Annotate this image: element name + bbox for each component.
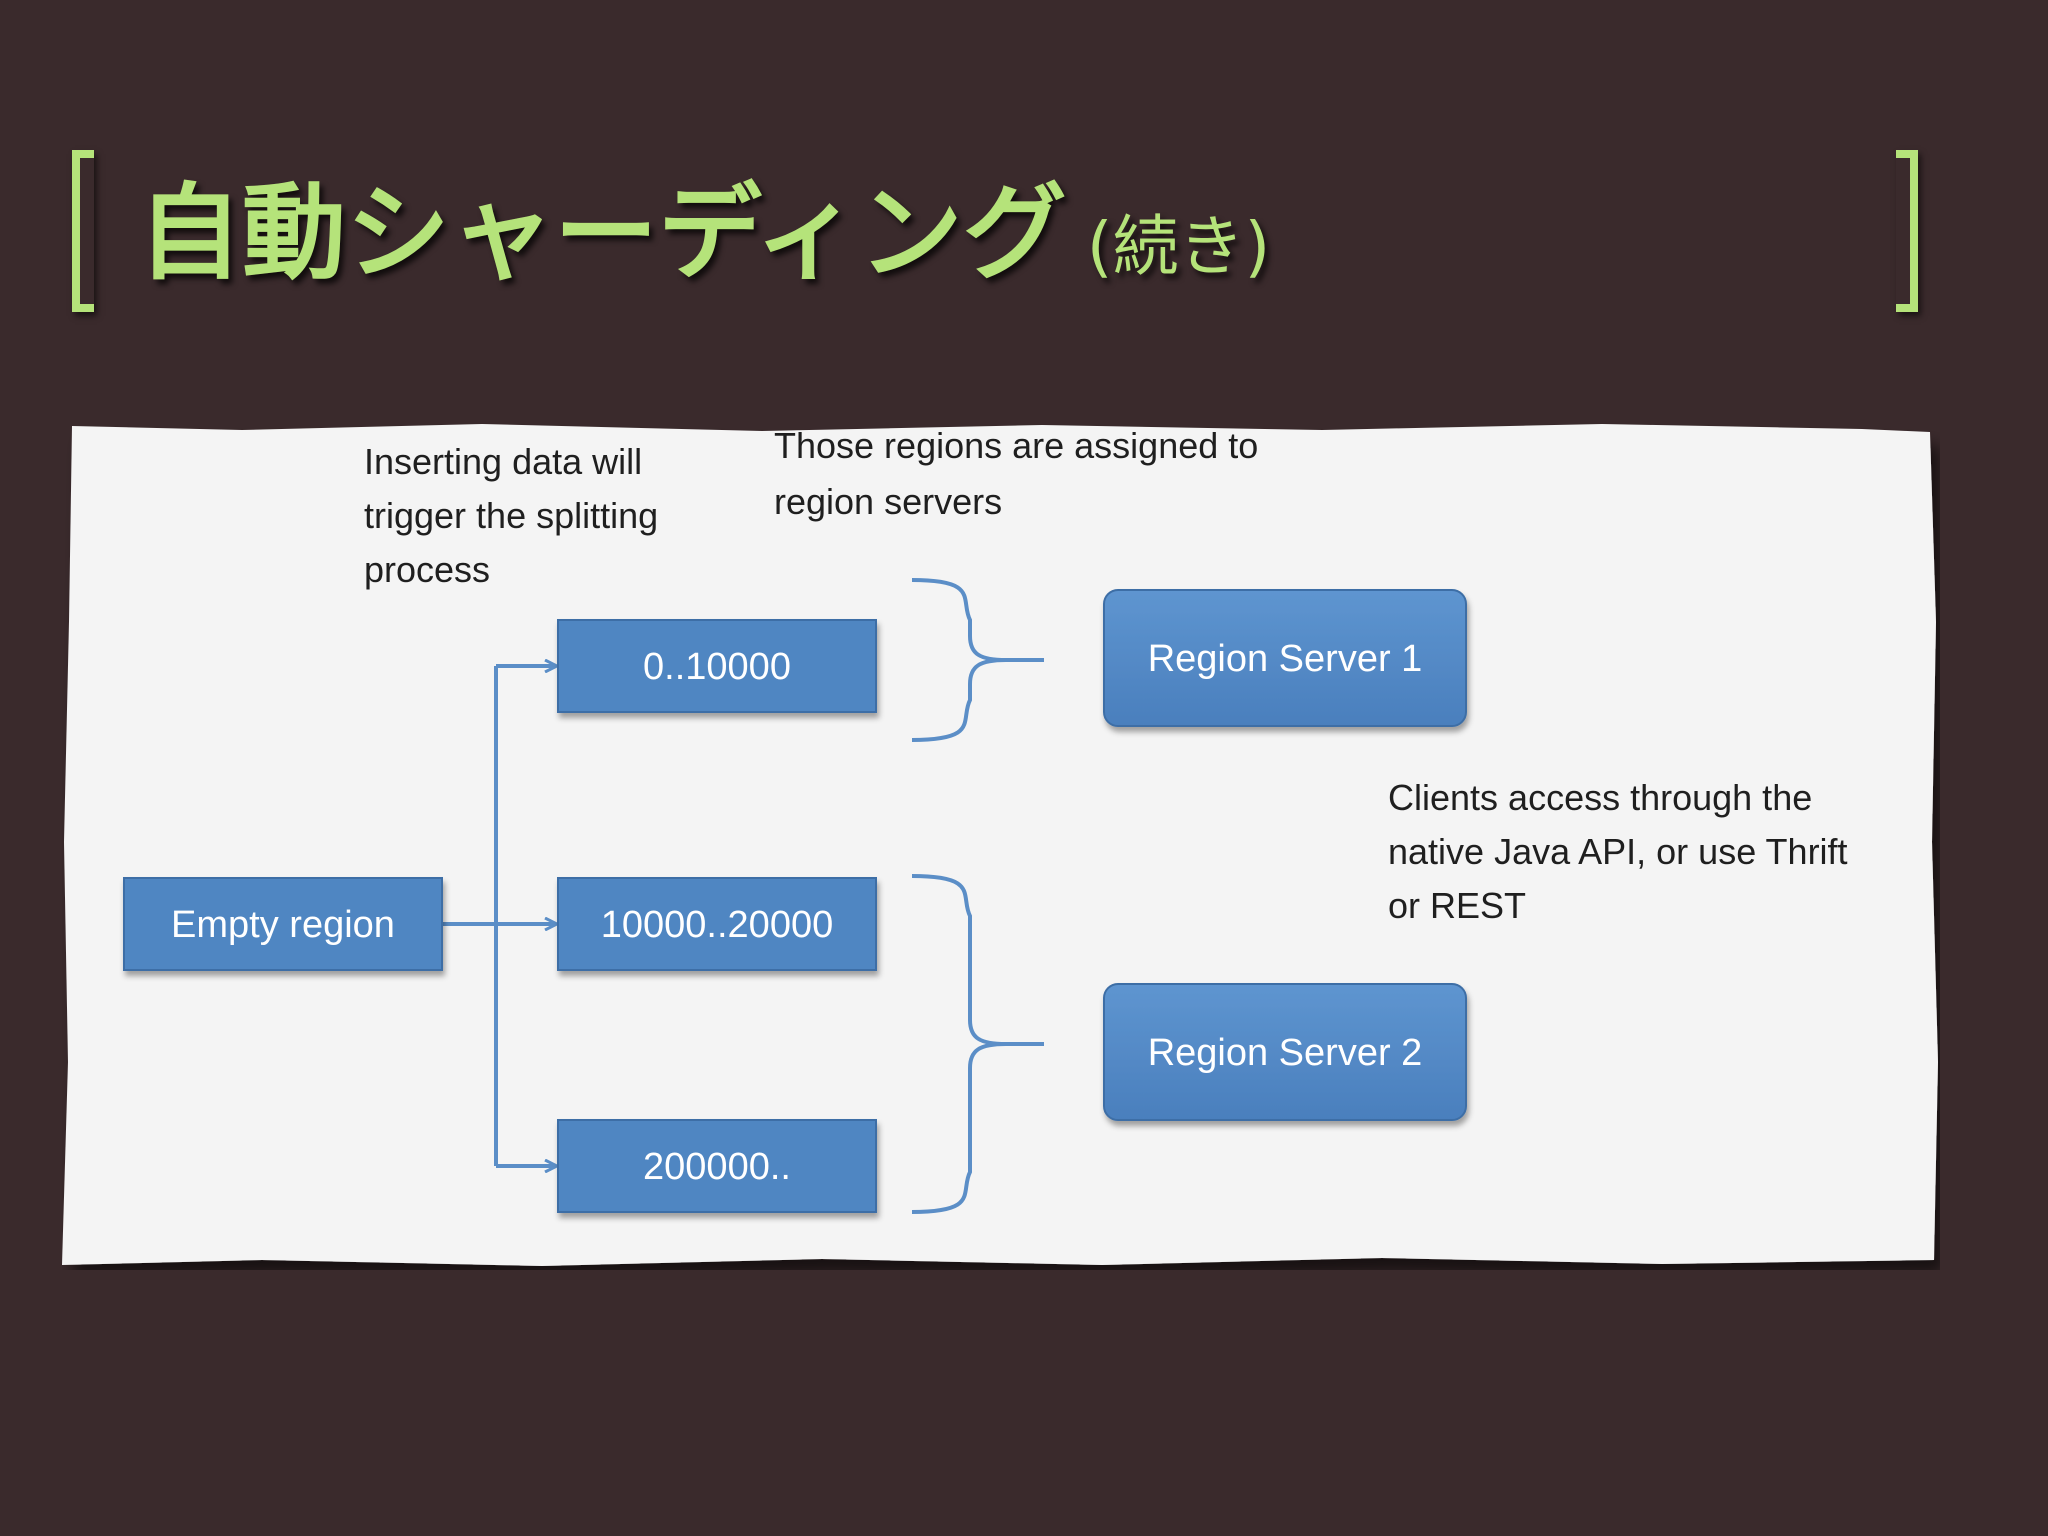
node-r3: 200000.. — [557, 1119, 877, 1213]
slide-title-main: 自動シャーディング — [138, 172, 1067, 294]
node-empty: Empty region — [123, 877, 443, 971]
diagram-paper: Empty region 0..10000 10000..20000 200000..… — [62, 422, 1940, 1270]
node-label-s1: Region Server 1 — [1148, 638, 1423, 680]
node-label-s2: Region Server 2 — [1148, 1032, 1423, 1074]
region-box — [123, 877, 443, 971]
note-3-line-3: or REST — [1388, 885, 1526, 926]
node-label-r2: 10000..20000 — [601, 904, 833, 946]
slide-title: 自動シャーディング(続き) — [138, 168, 1270, 312]
note-1-line-3: process — [364, 549, 490, 590]
notes-layer: Inserting data will trigger the splitting… — [364, 425, 1848, 926]
edges-layer — [442, 666, 556, 1166]
note-1: Inserting data will trigger the splitting… — [364, 441, 658, 590]
slide-title-sub: (続き) — [1086, 208, 1271, 285]
note-3-line-2: native Java API, or use Thrift — [1388, 831, 1848, 872]
note-3-line-1: Clients access through the — [1388, 777, 1812, 818]
node-s2: Region Server 2 — [1103, 983, 1467, 1121]
note-2: Those regions are assigned to region serv… — [774, 425, 1258, 522]
note-3: Clients access through the native Java AP… — [1388, 777, 1848, 926]
node-label-r3: 200000.. — [643, 1146, 791, 1188]
note-1-line-2: trigger the splitting — [364, 495, 658, 536]
node-label-r1: 0..10000 — [643, 646, 791, 688]
region-box — [557, 1119, 877, 1213]
node-r1: 0..10000 — [557, 619, 877, 713]
node-r2: 10000..20000 — [557, 877, 877, 971]
node-s1: Region Server 1 — [1103, 589, 1467, 727]
server-box — [1103, 983, 1467, 1121]
title-bracket-left — [72, 150, 94, 312]
server-box — [1103, 589, 1467, 727]
note-2-line-1: Those regions are assigned to — [774, 425, 1258, 466]
note-2-line-2: region servers — [774, 481, 1002, 522]
region-box — [557, 619, 877, 713]
region-box — [557, 877, 877, 971]
sharding-diagram: Empty region 0..10000 10000..20000 200000..… — [62, 424, 1938, 1266]
title-bracket-right — [1896, 150, 1918, 312]
group-braces-layer — [911, 578, 1044, 1214]
paper-sheet — [62, 424, 1938, 1266]
node-label-empty: Empty region — [171, 904, 395, 946]
note-1-line-1: Inserting data will — [364, 441, 642, 482]
nodes-layer: Empty region 0..10000 10000..20000 200000..… — [123, 589, 1467, 1213]
